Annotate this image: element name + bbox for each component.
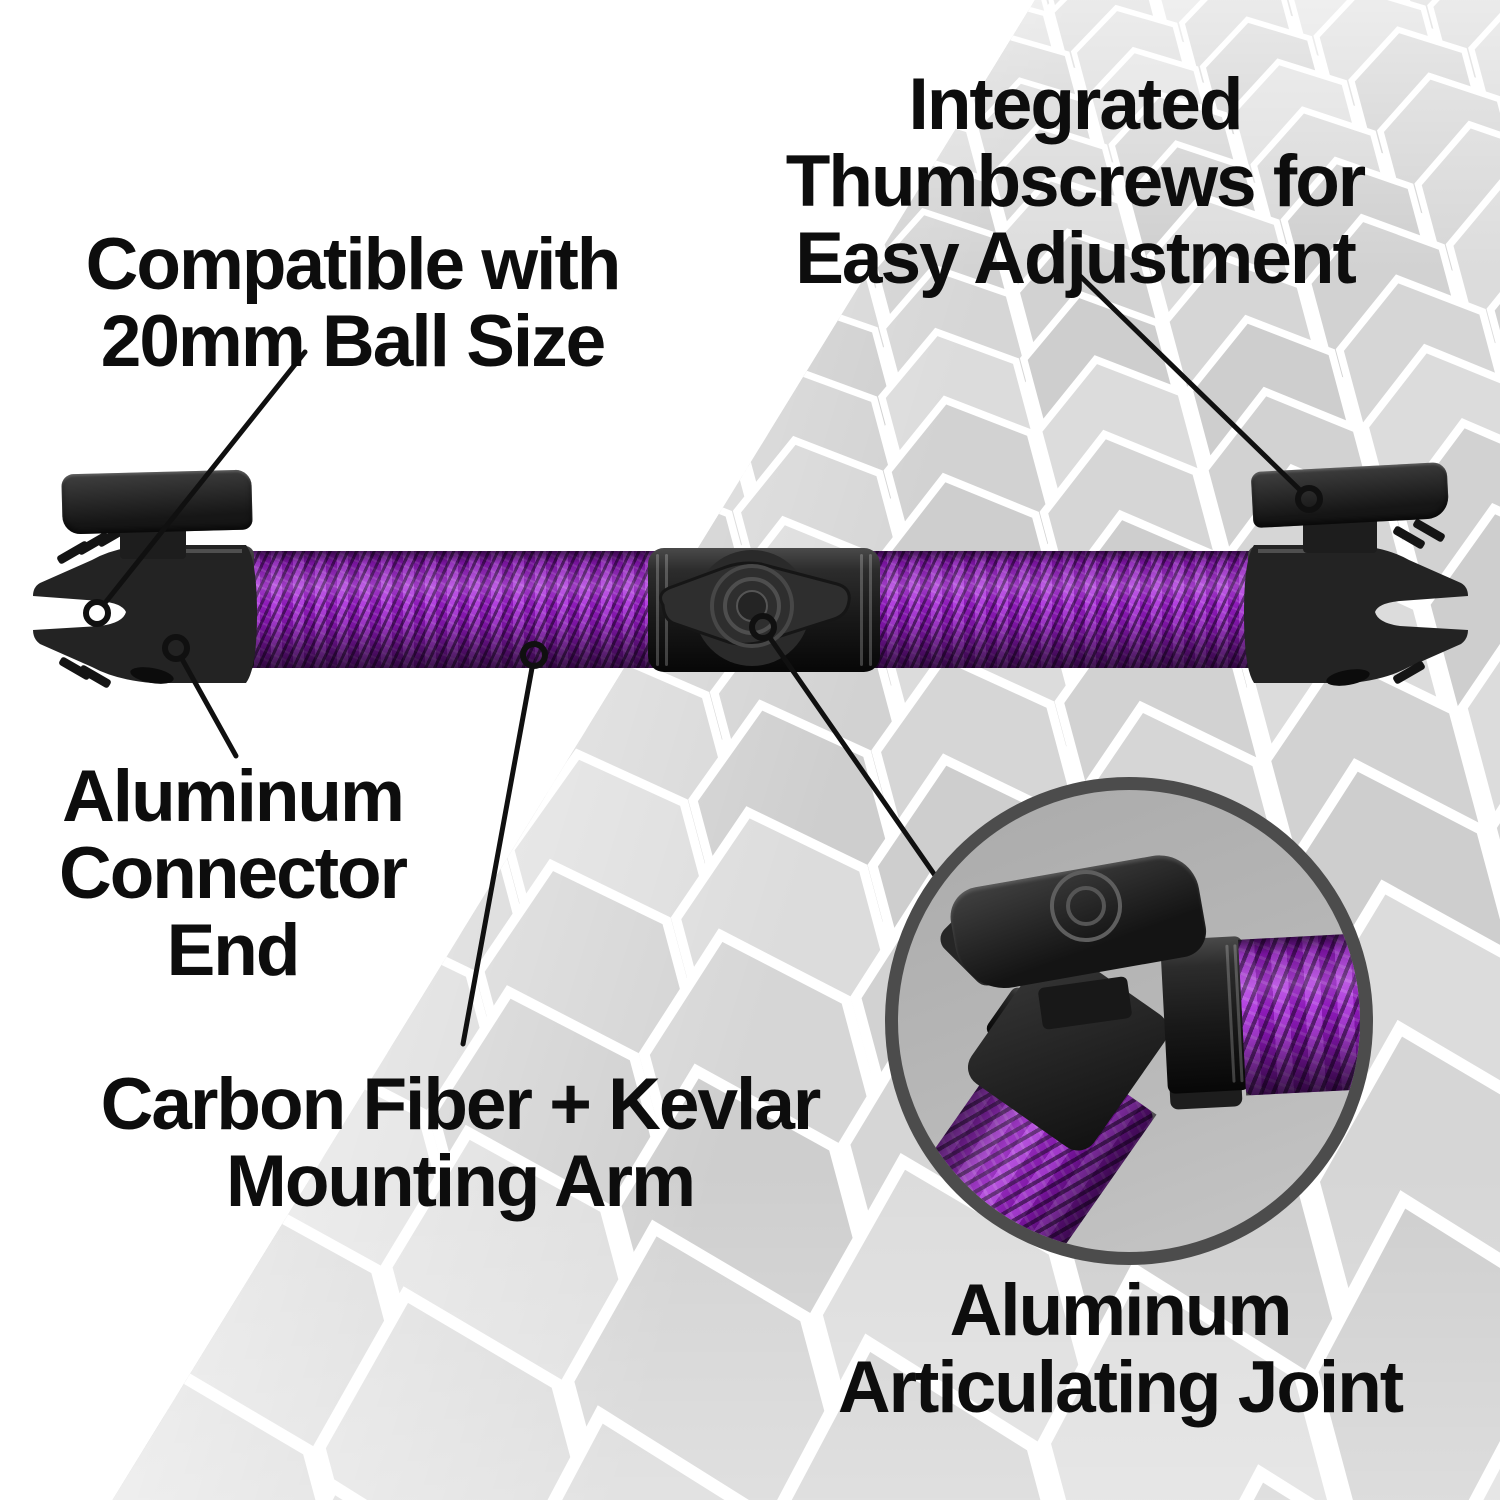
joint-ring <box>869 554 872 666</box>
inset-right-tube-shade <box>1238 932 1360 1096</box>
label-line: Mounting Arm <box>226 1141 696 1222</box>
label-line: Aluminum <box>62 756 405 837</box>
label-ball-size: Compatible with 20mm Ball Size <box>40 226 665 380</box>
joint-ring <box>656 554 659 666</box>
label-line: 20mm Ball Size <box>100 301 607 382</box>
label-articulating-joint: Aluminum Articulating Joint <box>775 1272 1465 1426</box>
label-integrated-thumbscrews: Integrated Thumbscrews for Easy Adjustme… <box>745 66 1405 297</box>
label-line: Aluminum <box>949 1270 1293 1351</box>
label-line: Connector <box>59 833 408 914</box>
label-connector-end: Aluminum Connector End <box>40 758 425 989</box>
inset-knob-emblem-inner <box>1066 886 1106 926</box>
joint-ring <box>860 554 863 666</box>
inset-right-collar <box>1160 935 1250 1095</box>
wing-ring-inner <box>736 590 768 622</box>
inset-circle-magnifier <box>885 777 1373 1265</box>
label-line: Thumbscrews for <box>785 141 1366 222</box>
label-line: Integrated <box>908 64 1244 145</box>
label-line: Compatible with <box>85 224 622 305</box>
wing-ring-outer <box>710 564 794 648</box>
label-line: End <box>166 910 301 991</box>
right-connector-body <box>1244 545 1468 683</box>
label-line: Articulating Joint <box>837 1347 1404 1428</box>
label-line: Easy Adjustment <box>795 218 1357 299</box>
inset-right-tube <box>1238 932 1360 1096</box>
label-mounting-arm: Carbon Fiber + Kevlar Mounting Arm <box>40 1066 880 1220</box>
label-line: Carbon Fiber + Kevlar <box>100 1064 822 1145</box>
